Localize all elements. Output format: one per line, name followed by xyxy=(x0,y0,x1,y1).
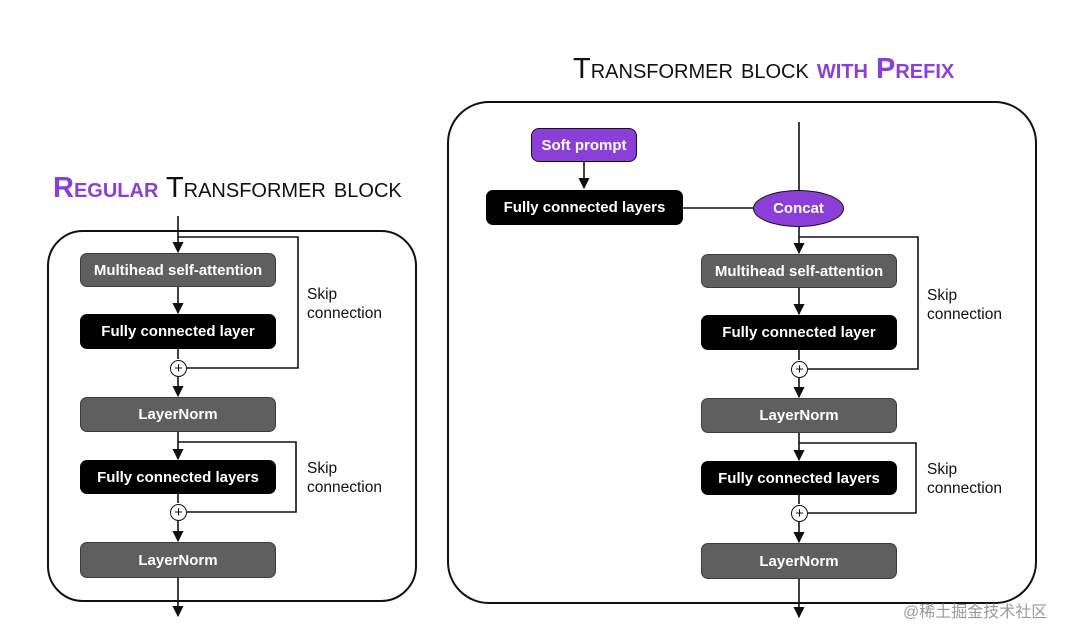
right-panel xyxy=(447,101,1037,604)
right-multihead-attention: Multihead self-attention xyxy=(701,254,897,288)
right-title-rest: Transformer block xyxy=(573,53,809,85)
prefix-fully-connected-layers: Fully connected layers xyxy=(486,190,683,225)
right-title-accent: with Prefix xyxy=(816,53,955,85)
right-fully-connected-layer: Fully connected layer xyxy=(701,315,897,350)
left-title: Regular Transformer block xyxy=(53,174,402,203)
left-add-icon-2: + xyxy=(170,504,187,521)
soft-prompt-box: Soft prompt xyxy=(531,128,637,162)
left-layernorm-2: LayerNorm xyxy=(80,542,276,578)
left-skip-1 xyxy=(178,236,299,369)
left-skip-label-1: Skip connection xyxy=(307,286,382,322)
right-skip-label-1: Skip connection xyxy=(927,287,1002,323)
left-skip-2 xyxy=(178,441,297,513)
left-fully-connected-layer: Fully connected layer xyxy=(80,314,276,349)
right-layernorm-1: LayerNorm xyxy=(701,398,897,433)
left-layernorm-1: LayerNorm xyxy=(80,397,276,432)
right-layernorm-2: LayerNorm xyxy=(701,543,897,579)
right-fully-connected-layers: Fully connected layers xyxy=(701,461,897,495)
right-add-icon-2: + xyxy=(791,505,808,522)
right-title: Transformer block with Prefix xyxy=(573,55,954,84)
watermark: @稀土掘金技术社区 xyxy=(903,604,1048,621)
right-skip-1 xyxy=(799,236,919,370)
left-skip-label-2: Skip connection xyxy=(307,460,382,496)
left-multihead-attention: Multihead self-attention xyxy=(80,253,276,287)
left-add-icon-1: + xyxy=(170,360,187,377)
right-skip-2 xyxy=(799,442,917,514)
right-add-icon-1: + xyxy=(791,361,808,378)
left-panel xyxy=(47,230,417,602)
right-skip-label-2: Skip connection xyxy=(927,461,1002,497)
concat-node: Concat xyxy=(753,190,844,227)
left-title-rest: Transformer block xyxy=(165,172,402,204)
left-title-accent: Regular xyxy=(53,172,159,204)
left-fully-connected-layers: Fully connected layers xyxy=(80,460,276,494)
